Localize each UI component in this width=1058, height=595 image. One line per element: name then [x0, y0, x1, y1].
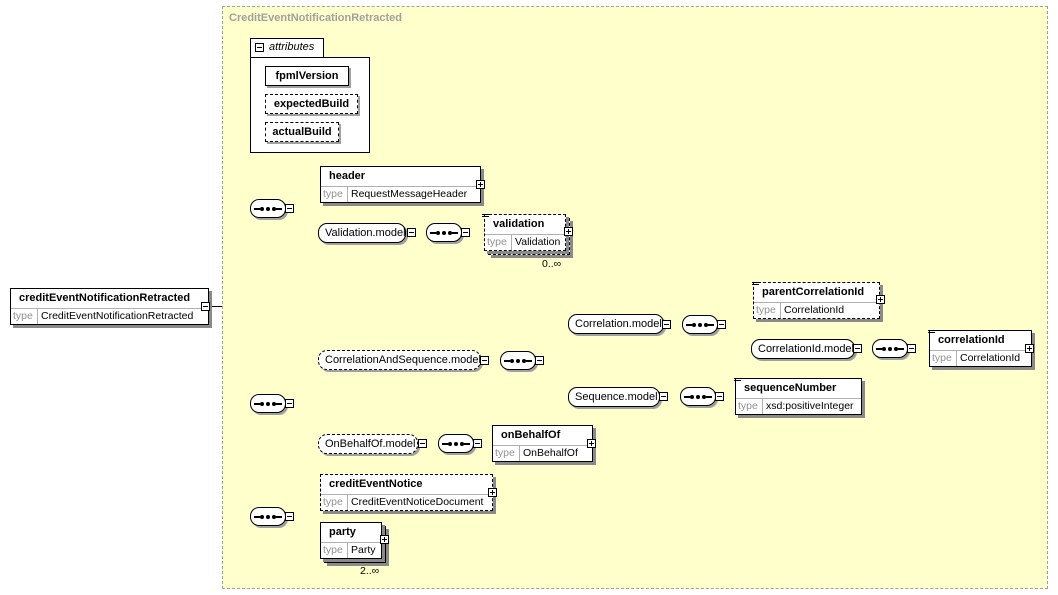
element-parentCorrelationId[interactable]: parentCorrelationId type CorrelationId — [753, 282, 880, 319]
root-collapse-icon[interactable] — [201, 302, 210, 311]
group-validation-model[interactable]: Validation.model — [318, 223, 406, 243]
documentation-icon — [734, 378, 741, 384]
element-correlationId-name: correlationId — [938, 334, 1005, 346]
attributes-collapse-icon[interactable] — [255, 43, 264, 52]
sequence-model-compositor[interactable] — [680, 387, 716, 406]
sequence-compositor-2[interactable] — [250, 394, 286, 413]
correlation-model-collapse-icon[interactable] — [662, 320, 671, 329]
correlation-compositor[interactable] — [682, 315, 718, 334]
root-element[interactable]: creditEventNotificationRetracted type Cr… — [10, 288, 209, 325]
group-correlation-model[interactable]: Correlation.model — [568, 314, 664, 334]
element-party[interactable]: party type Party — [320, 522, 382, 559]
element-party-name: party — [329, 526, 356, 538]
root-type-value: CreditEventNotificationRetracted — [41, 310, 194, 322]
element-onBehalfOf[interactable]: onBehalfOf type OnBehalfOf — [492, 425, 593, 462]
root-type-key: type — [13, 310, 33, 322]
element-header-type-value: RequestMessageHeader — [351, 188, 468, 200]
correlation-id-model-collapse-icon[interactable] — [853, 344, 862, 353]
element-sequenceNumber-type-value: xsd:positiveInteger — [766, 400, 854, 412]
correlationId-expand-icon[interactable] — [1025, 344, 1034, 353]
element-validation-name: validation — [493, 218, 545, 230]
correlation-and-sequence-compositor-collapse-icon[interactable] — [535, 356, 544, 365]
sequence-3-collapse-icon[interactable] — [285, 512, 294, 521]
sequence-model-compositor-collapse-icon[interactable] — [715, 392, 724, 401]
sequence-compositor-3[interactable] — [250, 507, 286, 526]
element-party-type-value: Party — [351, 544, 376, 556]
element-parentCorrelationId-type-key: type — [756, 304, 776, 316]
element-creditEventNotice-name: creditEventNotice — [329, 478, 423, 490]
onBehalfOf-expand-icon[interactable] — [587, 439, 596, 448]
root-element-name: creditEventNotificationRetracted — [19, 292, 191, 304]
documentation-icon — [752, 282, 759, 288]
validation-occurs: 0..∞ — [542, 258, 562, 270]
parentCorrelationId-expand-icon[interactable] — [876, 295, 885, 304]
sequence-model-collapse-icon[interactable] — [659, 392, 668, 401]
attribute-fpmlVersion[interactable]: fpmlVersion — [265, 66, 349, 86]
element-party-type-key: type — [323, 544, 343, 556]
element-validation[interactable]: validation type Validation — [484, 214, 566, 251]
element-onBehalfOf-type-key: type — [495, 447, 515, 459]
sequence-2-collapse-icon[interactable] — [285, 399, 294, 408]
correlation-id-compositor-collapse-icon[interactable] — [907, 344, 916, 353]
region-title: CreditEventNotificationRetracted — [229, 12, 402, 24]
correlation-and-sequence-compositor[interactable] — [500, 351, 536, 370]
element-onBehalfOf-name: onBehalfOf — [501, 429, 561, 441]
element-parentCorrelationId-name: parentCorrelationId — [762, 286, 865, 298]
validation-sequence-collapse-icon[interactable] — [461, 228, 470, 237]
element-sequenceNumber-name: sequenceNumber — [744, 382, 837, 394]
group-correlation-and-sequence-model[interactable]: CorrelationAndSequence.model — [318, 350, 481, 370]
element-correlationId-type-value: CorrelationId — [960, 352, 1021, 364]
element-header-name: header — [329, 170, 366, 182]
documentation-icon — [928, 330, 935, 336]
attribute-actualBuild[interactable]: actualBuild — [265, 122, 339, 142]
header-expand-icon[interactable] — [476, 180, 485, 189]
sequence-1-collapse-icon[interactable] — [285, 204, 294, 213]
creditEventNotice-expand-icon[interactable] — [488, 488, 497, 497]
party-expand-icon[interactable] — [380, 535, 389, 544]
group-on-behalf-of-model[interactable]: OnBehalfOf.model — [318, 434, 418, 454]
documentation-icon — [482, 214, 489, 220]
attributes-tab-label: attributes — [269, 41, 315, 53]
attributes-tab: attributes — [250, 38, 324, 58]
validation-expand-icon[interactable] — [564, 227, 573, 236]
on-behalf-of-compositor-collapse-icon[interactable] — [473, 439, 482, 448]
element-validation-type-key: type — [487, 236, 507, 248]
attribute-expectedBuild[interactable]: expectedBuild — [265, 94, 358, 114]
element-sequenceNumber-type-key: type — [738, 400, 758, 412]
element-validation-type-value: Validation — [515, 236, 561, 248]
element-creditEventNotice-type-key: type — [323, 496, 343, 508]
correlation-and-sequence-collapse-icon[interactable] — [480, 356, 489, 365]
validation-model-collapse-icon[interactable] — [407, 228, 416, 237]
group-sequence-model[interactable]: Sequence.model — [568, 387, 660, 407]
element-creditEventNotice[interactable]: creditEventNotice type CreditEventNotice… — [320, 474, 493, 511]
sequence-compositor-1[interactable] — [250, 199, 286, 218]
correlation-id-compositor[interactable] — [872, 339, 908, 358]
correlation-compositor-collapse-icon[interactable] — [717, 320, 726, 329]
element-correlationId[interactable]: correlationId type CorrelationId — [929, 330, 1032, 367]
element-parentCorrelationId-type-value: CorrelationId — [784, 304, 845, 316]
element-onBehalfOf-type-value: OnBehalfOf — [523, 447, 578, 459]
element-header[interactable]: header type RequestMessageHeader — [320, 166, 481, 203]
party-occurs: 2..∞ — [360, 565, 380, 577]
on-behalf-of-compositor[interactable] — [438, 434, 474, 453]
validation-sequence-compositor[interactable] — [426, 223, 462, 242]
element-creditEventNotice-type-value: CreditEventNoticeDocument — [351, 496, 484, 508]
on-behalf-of-model-collapse-icon[interactable] — [418, 439, 427, 448]
group-correlation-id-model[interactable]: CorrelationId.model — [751, 339, 855, 359]
element-sequenceNumber[interactable]: sequenceNumber type xsd:positiveInteger — [735, 378, 862, 415]
element-correlationId-type-key: type — [932, 352, 952, 364]
element-header-type-key: type — [323, 188, 343, 200]
